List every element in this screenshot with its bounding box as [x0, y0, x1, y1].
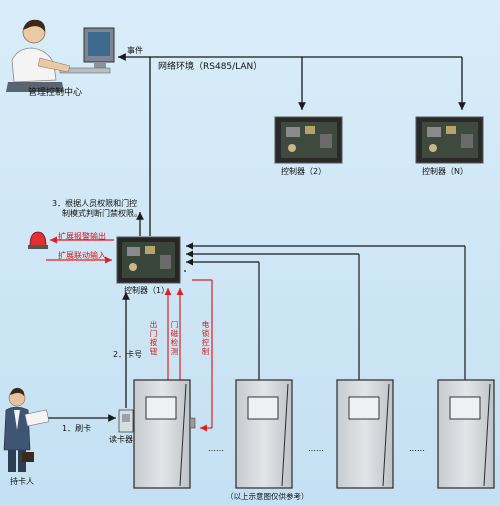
network-label: 网络环境（RS485/LAN）	[158, 62, 263, 72]
ellipsis-2: ……	[308, 444, 324, 453]
door-sensor-label: 门磁检测	[170, 320, 179, 356]
controller-1-board	[116, 236, 181, 284]
computer-operator-icon	[6, 19, 115, 92]
alarm-output-label: 扩展报警输出	[58, 232, 106, 241]
card-reader-icon	[118, 409, 134, 433]
card-reader-label: 读卡器	[109, 435, 133, 444]
controller-n-board	[415, 116, 484, 164]
lock-control-label: 电锁控制	[201, 320, 210, 356]
controller-n-label: 控制器（N）	[422, 167, 468, 176]
cardholder-person-icon	[3, 387, 50, 472]
door-3	[336, 379, 394, 489]
footnote: （以上示意图仅供参考）	[226, 492, 309, 501]
swipe-card-label: 1．刷卡	[62, 424, 92, 433]
door-4	[437, 379, 495, 489]
linkage-input-label: 扩展联动输入	[58, 251, 106, 260]
ellipsis-3: ……	[409, 444, 425, 453]
exit-button-label: 出门按钮	[149, 320, 158, 356]
management-center-label: 管理控制中心	[28, 88, 83, 98]
door-2	[235, 379, 293, 489]
event-label: 事件	[127, 46, 143, 55]
cardholder-label: 持卡人	[10, 477, 34, 486]
alarm-siren-icon	[28, 231, 48, 249]
note-3-line1: 3．根据人员权限和门控	[52, 199, 138, 208]
card-number-label: 2．卡号	[113, 350, 143, 359]
door-1	[133, 379, 196, 489]
controller-2-label: 控制器（2）	[281, 167, 327, 176]
note-3-line2: 制模式判断门禁权限。	[62, 209, 142, 218]
ellipsis-1: ……	[208, 444, 224, 453]
controller-1-label: 控制器（1）	[124, 286, 170, 295]
controller-2-board	[274, 116, 343, 164]
